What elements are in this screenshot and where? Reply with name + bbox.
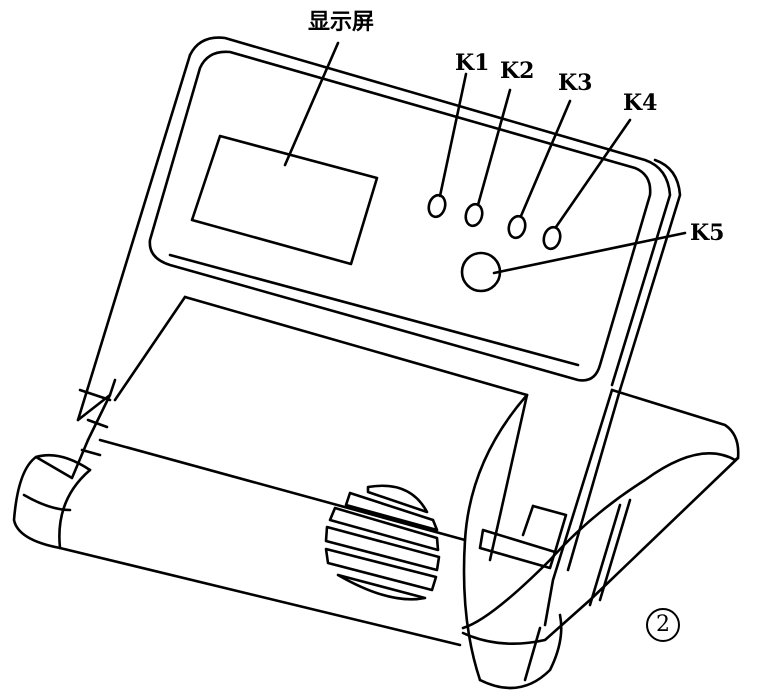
k2-label: K2: [500, 58, 535, 84]
lid-inner-panel: [148, 50, 652, 382]
keys: [427, 72, 687, 293]
key-k2: [464, 202, 484, 228]
display-leader-line: [283, 41, 340, 167]
k5-leader-line: [492, 231, 687, 275]
key-k3: [507, 214, 527, 240]
speaker-grille: [324, 484, 441, 601]
k4-leader-line: [554, 118, 632, 229]
lid-outer-frame: [76, 36, 682, 422]
display-screen: [190, 41, 379, 266]
k4-label: K4: [623, 90, 658, 116]
base: [58, 546, 563, 690]
right-stand: [461, 388, 740, 682]
left-hinge: [12, 378, 117, 550]
k2-leader-line: [476, 88, 512, 207]
key-k1: [427, 193, 447, 219]
k3-leader-line: [519, 99, 572, 218]
k1-label: K1: [455, 50, 490, 76]
k3-label: K3: [558, 70, 593, 96]
k1-leader-line: [438, 72, 468, 198]
k5-label: K5: [690, 220, 725, 246]
figure-number: 2: [646, 608, 680, 642]
key-k4: [542, 225, 562, 251]
paper-area: [98, 295, 529, 682]
display-label: 显示屏: [308, 10, 375, 35]
